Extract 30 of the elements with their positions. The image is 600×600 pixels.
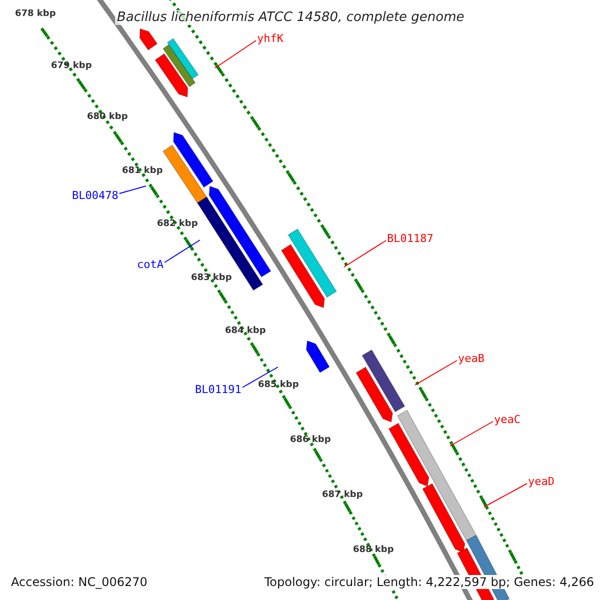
gene-label: cotA bbox=[137, 259, 164, 270]
gene-label: yeaD bbox=[528, 476, 554, 487]
scale-label: 686 kbp bbox=[290, 436, 331, 445]
gene-label: BL00478 bbox=[72, 190, 118, 201]
scale-label: 684 kbp bbox=[225, 327, 266, 336]
scale-label: 680 kbp bbox=[87, 113, 128, 122]
scale-label: 683 kbp bbox=[191, 274, 232, 283]
scale-label: 688 kbp bbox=[353, 546, 394, 555]
gene-label: yeaC bbox=[494, 414, 520, 425]
footer-text: Accession: NC_006270 bbox=[9, 575, 150, 589]
gene-label: yeaB bbox=[458, 353, 484, 364]
leader-line bbox=[118, 186, 146, 194]
scale-label: 687 kbp bbox=[322, 491, 363, 500]
leader-line bbox=[214, 40, 256, 68]
leader-line bbox=[484, 483, 528, 508]
footer-text: Topology: circular; Length: 4,222,597 bp; Genes: 4,266 bbox=[262, 575, 596, 589]
leader-line bbox=[344, 240, 386, 268]
gene-label: BL01191 bbox=[195, 384, 242, 395]
scale-label: 679 kbp bbox=[51, 62, 92, 71]
scale-label: 682 kbp bbox=[157, 220, 198, 229]
gene-label: yhfK bbox=[257, 33, 284, 44]
diagram-title: Bacillus licheniformis ATCC 14580, complete genome bbox=[115, 10, 466, 25]
scale-label: 685 kbp bbox=[258, 381, 299, 390]
gene-label: BL01187 bbox=[387, 233, 434, 244]
leader-line bbox=[450, 421, 494, 446]
leader-line bbox=[414, 360, 458, 386]
scale-label: 681 kbp bbox=[122, 167, 163, 176]
scale-label: 678 kbp bbox=[15, 10, 56, 19]
leader-line bbox=[242, 366, 278, 388]
leader-line bbox=[164, 240, 200, 263]
